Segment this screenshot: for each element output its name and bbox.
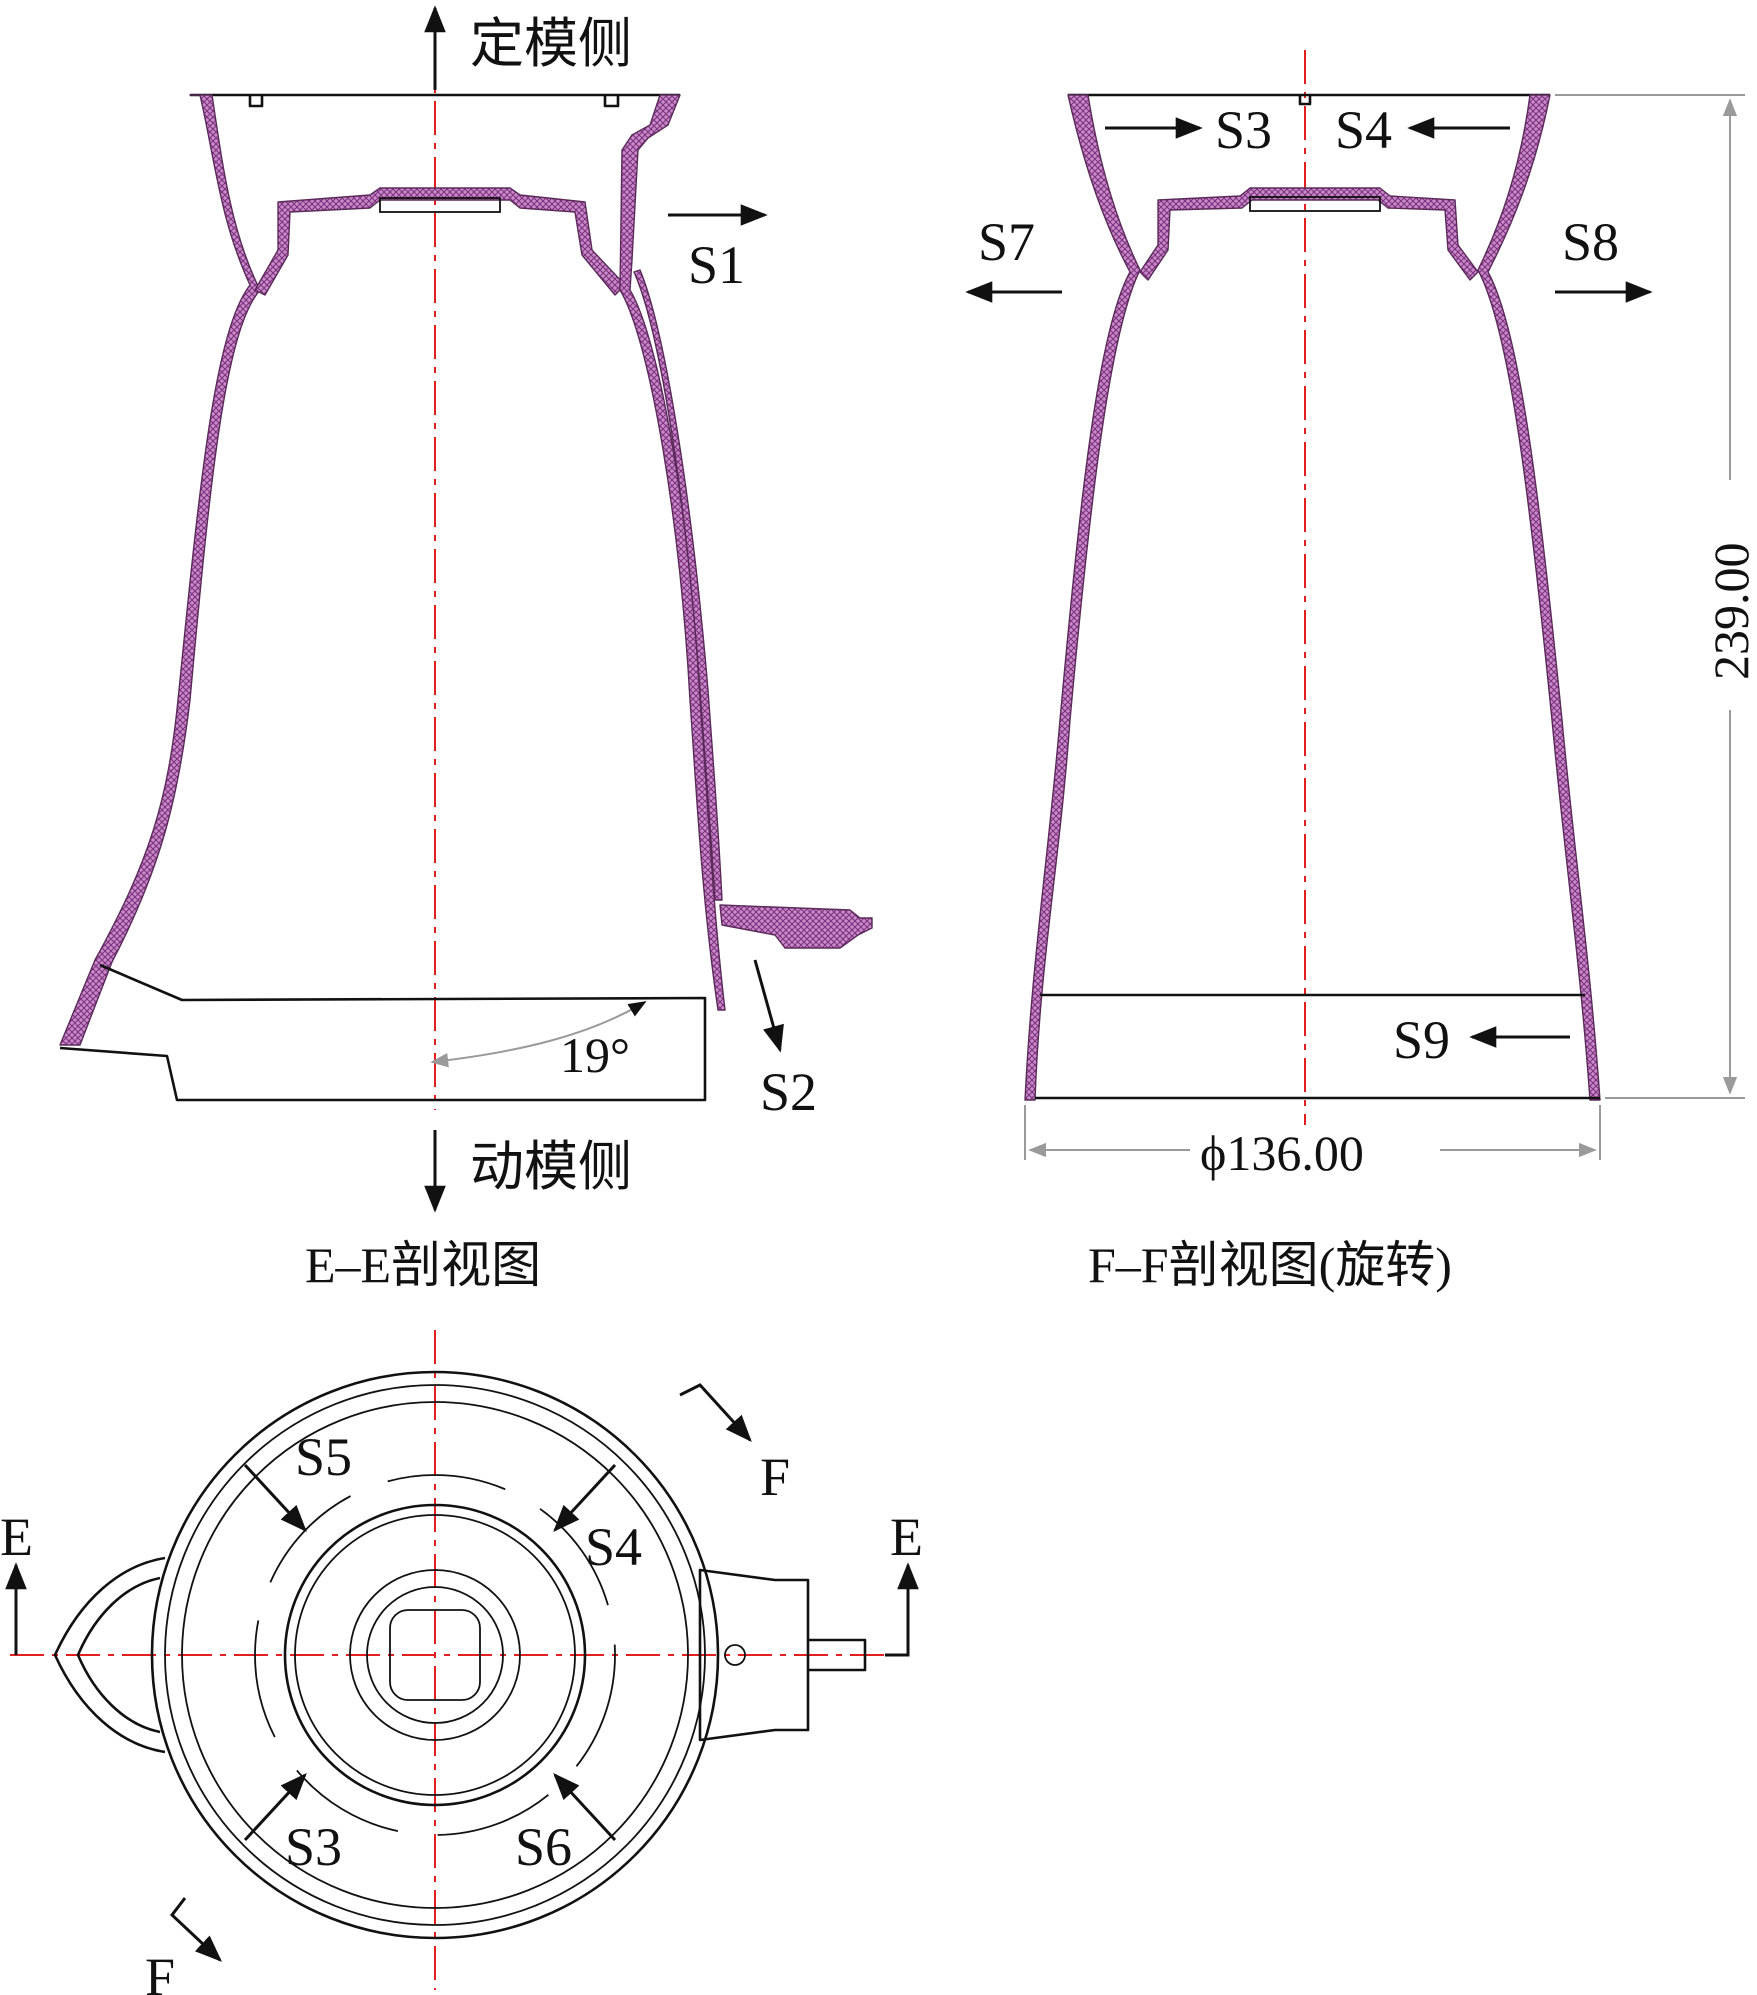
mid-circle-a	[283, 1503, 587, 1807]
top-s4-arrow	[553, 1463, 617, 1532]
cut-f-top-arrow	[679, 1383, 752, 1442]
ff-s9-label: S9	[1393, 1010, 1450, 1070]
ff-s8-label: S8	[1562, 212, 1619, 272]
cut-f-top-label: F	[760, 1447, 790, 1507]
top-s4-label: S4	[585, 1517, 642, 1577]
cut-e-right-label: E	[890, 1507, 923, 1567]
cut-f-bottom-arrow	[169, 1897, 222, 1962]
center-hub	[389, 1609, 481, 1701]
height-dimension-label: 239.00	[1703, 543, 1757, 681]
ee-spout-ledge	[719, 904, 873, 949]
top-view: S5 S4 S3 S6 E E F F	[0, 1330, 923, 1995]
ee-left-wall	[59, 94, 261, 1046]
ee-handle-rail	[633, 269, 723, 901]
outer-rim-circle	[150, 1370, 720, 1940]
rim-circle-2	[164, 1384, 706, 1926]
s2-label: S2	[760, 1062, 817, 1122]
ee-top-rim	[190, 93, 680, 108]
ff-s3-label: S3	[1215, 100, 1272, 160]
ee-base-skirt	[59, 963, 707, 1102]
angle-dimension-arc	[430, 1001, 647, 1068]
angle-label: 19°	[560, 1027, 630, 1083]
top-s3-label: S3	[285, 1817, 342, 1877]
ee-inner-collar	[254, 187, 626, 296]
inner-circle-a	[349, 1569, 521, 1741]
top-s6-label: S6	[515, 1817, 572, 1877]
top-s5-label: S5	[295, 1427, 352, 1487]
top-s5-arrow	[243, 1463, 307, 1532]
ee-right-wall	[619, 94, 726, 1011]
diameter-dimension-label: ϕ136.00	[1200, 1125, 1364, 1181]
cut-f-bottom-label: F	[145, 1947, 175, 1995]
ff-right-wall	[1477, 94, 1601, 1101]
s1-label: S1	[688, 235, 745, 295]
mid-circle-b	[294, 1514, 576, 1796]
ff-base	[1035, 993, 1600, 1100]
spout-knob	[724, 1644, 746, 1666]
handle-outline	[53, 1556, 166, 1754]
ff-inner-collar	[1139, 187, 1479, 281]
ff-s4-label: S4	[1335, 100, 1392, 160]
cut-e-right-arrow	[885, 1562, 919, 1657]
ee-caption: E–E剖视图	[305, 1237, 541, 1293]
cut-e-left-label: E	[0, 1507, 33, 1567]
ff-s7-label: S7	[978, 212, 1035, 272]
ff-section-view: S3 S4 S7 S8 S9 239.00 ϕ136.00 F–F剖视图(旋转)	[965, 50, 1757, 1293]
inner-circle-b	[366, 1586, 504, 1724]
ff-left-wall	[1024, 94, 1141, 1101]
spout-body	[698, 1568, 867, 1742]
ff-lid-opening	[1249, 196, 1381, 212]
top-s3-arrow	[243, 1773, 307, 1842]
s2-arrow	[753, 959, 784, 1053]
rim-circle-4	[254, 1474, 616, 1836]
top-s6-arrow	[553, 1773, 617, 1842]
ee-section-view: 定模侧 动模侧 19° S1 S2 E–E剖视图	[59, 5, 873, 1293]
ff-caption: F–F剖视图(旋转)	[1088, 1237, 1452, 1293]
ee-lid-opening	[379, 197, 501, 213]
fixed-side-label: 定模侧	[470, 14, 632, 74]
ff-top-rim	[1068, 93, 1550, 106]
moving-side-label: 动模侧	[470, 1137, 632, 1197]
rim-circle-3	[181, 1401, 689, 1909]
